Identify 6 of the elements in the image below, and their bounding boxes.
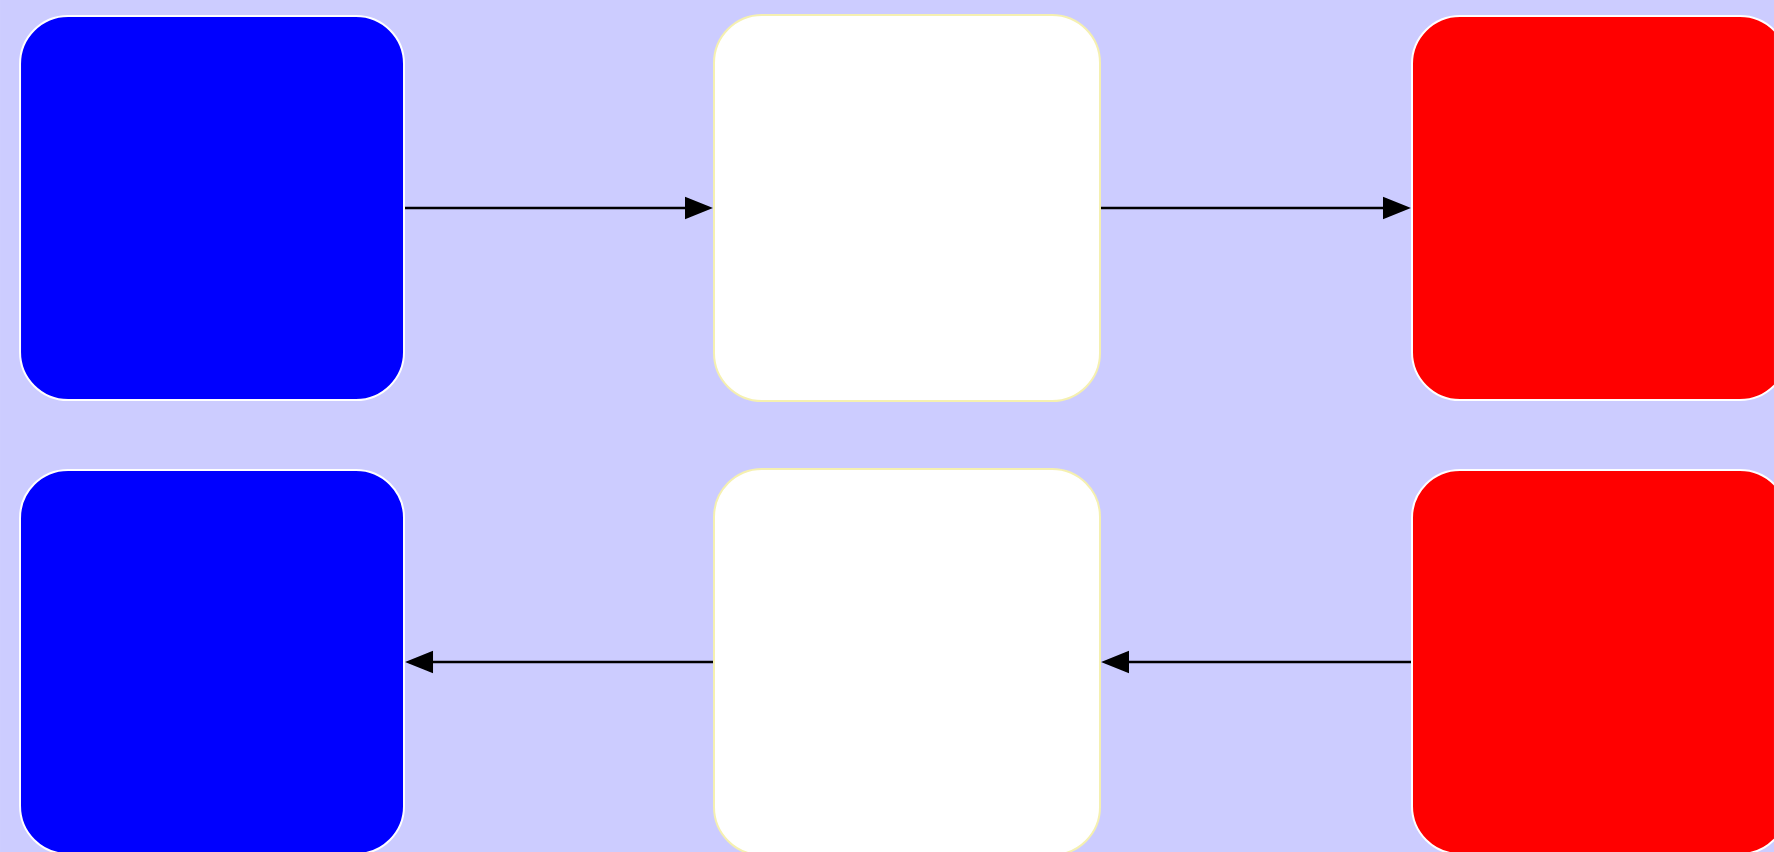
rounded-box: [1411, 469, 1774, 852]
rounded-box: [19, 469, 405, 852]
rounded-box: [19, 15, 405, 401]
rounded-box: [713, 14, 1101, 402]
rounded-box: [1411, 15, 1774, 401]
rounded-box: [713, 468, 1101, 852]
